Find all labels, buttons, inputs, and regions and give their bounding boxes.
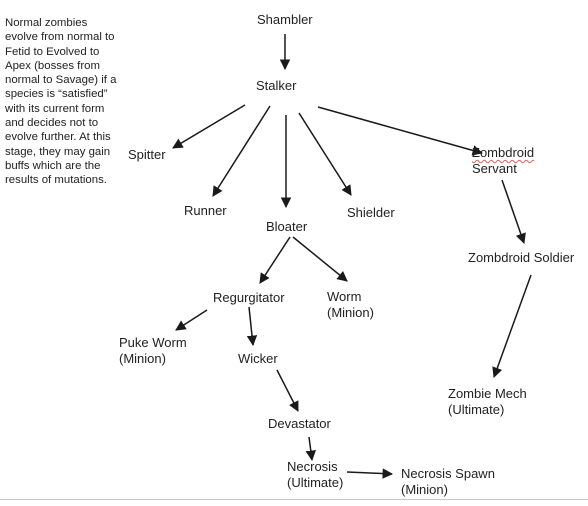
node-label: Puke Worm	[119, 335, 187, 350]
node-puke-worm: Puke Worm (Minion)	[119, 335, 187, 367]
node-label: Zombie Mech	[448, 386, 527, 401]
arrow-necrosis-to-necrosis-spawn	[346, 468, 394, 479]
node-label: Worm	[327, 289, 362, 304]
arrow-stalker-to-zombdroid-servant	[317, 106, 484, 156]
node-sublabel: (Minion)	[327, 305, 374, 320]
arrow-zombdroid-soldier-to-zombie-mech	[492, 274, 532, 378]
node-shambler: Shambler	[257, 12, 313, 28]
node-label: Zombdroid	[472, 145, 535, 160]
node-wicker: Wicker	[238, 351, 278, 367]
node-necrosis: Necrosis (Ultimate)	[287, 459, 343, 491]
node-label: Necrosis Spawn	[401, 466, 495, 481]
node-label: Devastator	[268, 416, 331, 431]
arrow-devastator-to-necrosis	[305, 436, 316, 462]
arrow-bloater-to-worm	[292, 236, 348, 282]
arrow-bloater-to-regurgitator	[259, 236, 291, 284]
node-worm: Worm (Minion)	[327, 289, 374, 321]
node-runner: Runner	[184, 203, 227, 219]
node-sublabel: (Minion)	[119, 351, 166, 366]
node-zombie-mech: Zombie Mech (Ultimate)	[448, 386, 527, 418]
arrow-regurgitator-to-wicker	[246, 306, 258, 347]
node-label: Spitter	[128, 147, 166, 162]
arrow-regurgitator-to-puke-worm	[175, 309, 208, 331]
node-spitter: Spitter	[128, 147, 166, 163]
arrow-wicker-to-devastator	[276, 369, 299, 412]
node-label: Shielder	[347, 205, 395, 220]
node-stalker: Stalker	[256, 78, 296, 94]
description-note: Normal zombies evolve from normal to Fet…	[5, 17, 117, 187]
node-label: Zombdroid Soldier	[468, 250, 575, 265]
node-sublabel: (Minion)	[401, 482, 448, 497]
node-label: Stalker	[256, 78, 297, 93]
node-label: Shambler	[257, 12, 313, 27]
arrow-zombdroid-servant-to-zombdroid-soldier	[501, 179, 526, 244]
node-sublabel: (Ultimate)	[448, 402, 505, 417]
arrow-stalker-to-spitter	[172, 104, 246, 149]
node-shielder: Shielder	[347, 205, 395, 221]
node-label: Wicker	[238, 351, 278, 366]
node-sublabel: (Ultimate)	[287, 475, 344, 490]
edge-layer	[172, 34, 532, 479]
bottom-divider	[0, 499, 588, 500]
node-label: Runner	[184, 203, 227, 218]
node-regurgitator: Regurgitator	[213, 290, 285, 306]
arrow-stalker-to-shielder	[298, 112, 352, 196]
node-label: Bloater	[266, 219, 308, 234]
node-label: Regurgitator	[213, 290, 285, 305]
node-zombdroid-servant: Zombdroid Servant	[472, 145, 534, 177]
node-sublabel: Servant	[472, 161, 517, 176]
node-zombdroid-soldier: Zombdroid Soldier	[468, 250, 574, 266]
node-devastator: Devastator	[268, 416, 331, 432]
arrow-stalker-to-runner	[212, 105, 271, 197]
node-label: Necrosis	[287, 459, 338, 474]
node-necrosis-spawn: Necrosis Spawn (Minion)	[401, 466, 495, 498]
node-bloater: Bloater	[266, 219, 307, 235]
